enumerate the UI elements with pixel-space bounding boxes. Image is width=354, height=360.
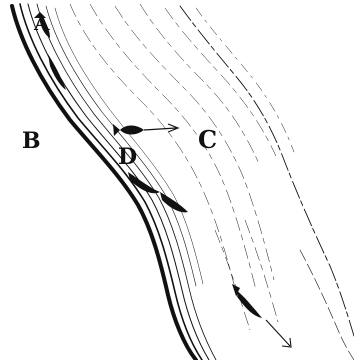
arrow-to-c xyxy=(144,124,178,132)
label-d: D xyxy=(118,144,137,170)
left-riverbank xyxy=(12,4,216,360)
label-a: A xyxy=(33,11,50,35)
arrow-downstream xyxy=(266,320,291,347)
label-c: C xyxy=(198,125,217,154)
fish-d xyxy=(113,124,144,136)
right-riverbank xyxy=(180,6,354,360)
water-flow-lines xyxy=(70,4,278,330)
fish-bottom xyxy=(232,284,262,318)
label-b: B xyxy=(22,128,41,154)
